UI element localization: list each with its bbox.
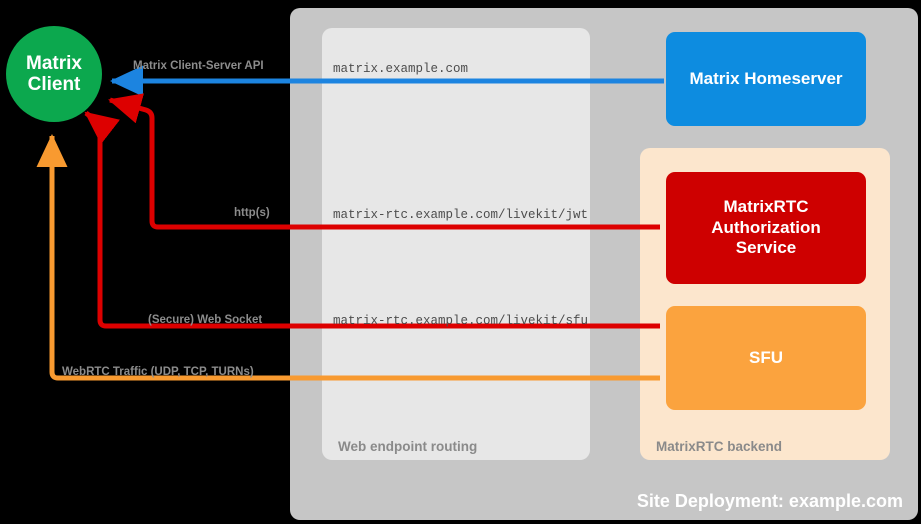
node-matrix-client[interactable]: Matrix Client	[6, 26, 102, 122]
matrix-client-label-line1: Matrix	[26, 52, 82, 74]
label-web-endpoint-routing: Web endpoint routing	[338, 439, 478, 454]
sfu-label: SFU	[749, 347, 783, 367]
node-matrix-homeserver[interactable]: Matrix Homeserver	[666, 32, 866, 126]
node-matrixrtc-authorization-service[interactable]: MatrixRTC Authorization Service	[666, 172, 866, 284]
auth-label-line2: Authorization	[711, 217, 821, 237]
label-site-deployment: Site Deployment: example.com	[636, 491, 903, 511]
auth-label-line1: MatrixRTC	[723, 197, 809, 217]
matrix-client-label-line2: Client	[27, 74, 81, 95]
auth-label-line3: Service	[735, 238, 797, 258]
matrix-homeserver-label: Matrix Homeserver	[689, 68, 843, 88]
label-matrixrtc-backend: MatrixRTC backend	[656, 439, 783, 454]
label-protocol-client-server-api: Matrix Client-Server API	[133, 60, 264, 72]
label-endpoint-matrix-example-com: matrix.example.com	[333, 62, 469, 76]
label-protocol-webrtc-traffic: WebRTC Traffic (UDP, TCP, TURNs)	[62, 366, 254, 378]
web-endpoint-routing-container	[322, 28, 590, 460]
label-endpoint-livekit-jwt: matrix-rtc.example.com/livekit/jwt	[333, 208, 589, 222]
node-sfu[interactable]: SFU	[666, 306, 866, 410]
label-protocol-https: http(s)	[234, 207, 270, 219]
label-endpoint-livekit-sfu: matrix-rtc.example.com/livekit/sfu	[333, 314, 589, 328]
label-protocol-web-socket: (Secure) Web Socket	[148, 314, 263, 326]
